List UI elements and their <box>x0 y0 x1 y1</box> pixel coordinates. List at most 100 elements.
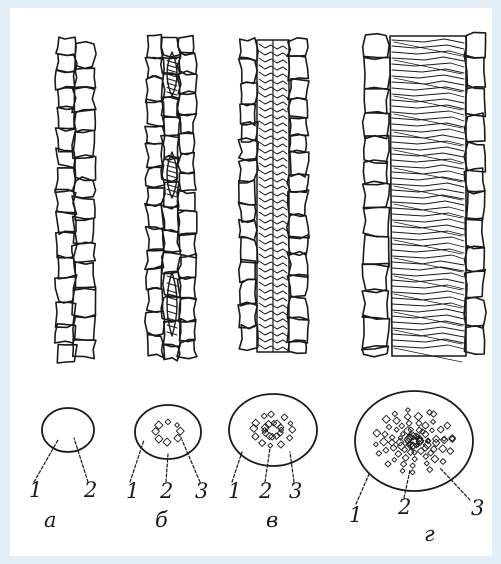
core-d-hatch <box>392 57 464 61</box>
stem-b-right-cell <box>178 153 195 174</box>
core-d-hatch <box>392 129 464 133</box>
cross-d-cell <box>376 451 382 457</box>
cross-d-cell <box>423 454 429 460</box>
strand-hatch <box>167 70 177 73</box>
cross-d-cell <box>430 428 435 433</box>
label-d-3: 3 <box>471 496 484 520</box>
label-b-3: 3 <box>195 479 208 503</box>
core-d-hatch <box>392 243 464 247</box>
core-d-hatch <box>392 297 464 301</box>
cross-d-cell <box>394 427 399 432</box>
cross-d-cell <box>424 461 429 466</box>
core-d-diagonal <box>394 132 462 146</box>
stem-c-right-cell <box>290 151 309 177</box>
stem-d-right-cell <box>465 246 485 272</box>
longitudinal-sections <box>55 32 486 363</box>
strand-hatch <box>167 311 177 314</box>
core-d-diagonal <box>394 150 462 164</box>
core-d-hatch <box>392 219 464 223</box>
cross-d-cell <box>412 456 417 461</box>
stem-c-right-cell <box>287 274 308 297</box>
leader-line-5 <box>182 440 200 482</box>
strand-hatch <box>167 325 177 328</box>
cross-d-cell <box>444 422 451 429</box>
stem-a-right-cell <box>72 287 96 318</box>
cross-d-cell <box>400 469 405 474</box>
stem-a-right-cell <box>75 262 96 290</box>
core-d-hatch <box>392 183 464 187</box>
leader-line-1 <box>34 440 58 482</box>
strand-hatch <box>167 276 177 279</box>
panel-letter-b: б <box>155 508 168 532</box>
core-d-hatch <box>392 207 464 211</box>
cross-b-cell <box>174 434 182 442</box>
core-d-hatch <box>392 345 464 349</box>
stem-b-right-cell <box>178 210 197 234</box>
stem-d-right-cell <box>464 298 486 329</box>
stem-d-left-cell <box>363 207 390 237</box>
stem-b-right-cell <box>179 172 196 191</box>
cross-b-cell <box>165 419 171 425</box>
cross-sections <box>34 391 473 504</box>
stem-b-left-cell <box>146 265 163 289</box>
core-d-diagonal <box>394 186 462 200</box>
core-d-diagonal <box>394 348 462 362</box>
cross-d-cell <box>395 451 402 458</box>
cross-d-cell <box>393 417 400 424</box>
stem-b-right-cell <box>177 189 195 211</box>
cross-c-cell <box>261 413 267 419</box>
cross-d-cell <box>386 424 391 429</box>
core-d-hatch <box>392 99 464 103</box>
core-d-hatch <box>392 309 464 313</box>
cross-d <box>355 391 473 491</box>
stem-c-left-cell <box>239 38 258 61</box>
cross-d-cell <box>439 445 447 453</box>
core-d-hatch <box>392 153 464 157</box>
stem-d-left-cell <box>364 87 389 114</box>
core-d-hatch <box>392 189 464 193</box>
strand-b-3 <box>167 272 177 336</box>
core-d-hatch <box>392 237 464 241</box>
core-d-hatch <box>392 81 464 85</box>
cross-c-cell <box>268 443 273 448</box>
core-d-hatch <box>392 279 464 283</box>
core-d-diagonal <box>394 60 462 74</box>
strand-hatch <box>167 304 177 307</box>
core-d-hatch <box>392 93 464 97</box>
stem-b-right-cell <box>179 133 195 154</box>
cross-c-cell <box>288 421 293 426</box>
core-d-hatch <box>392 225 464 229</box>
label-a-2: 2 <box>83 478 97 502</box>
cross-d-cell <box>422 422 429 429</box>
cross-d-cell <box>440 459 446 465</box>
cross-c <box>229 394 317 466</box>
core-d-hatch <box>392 135 464 139</box>
cross-d-cell <box>406 408 411 413</box>
stem-a-left-cell <box>56 37 76 55</box>
cross-d-cell <box>406 420 412 426</box>
cross-d-cell <box>397 442 405 450</box>
stem-b-left-cell <box>146 227 164 250</box>
core-d-hatch <box>392 273 464 277</box>
label-c-3: 3 <box>289 479 302 503</box>
stem-d-right-cell <box>465 113 485 142</box>
stem-d-right-cell <box>465 218 484 249</box>
stem-d-left-cell <box>362 263 389 292</box>
stem-d-left-cell <box>364 56 390 89</box>
cross-c-outline <box>229 394 317 466</box>
cross-c-cell <box>289 426 296 433</box>
stem-d-left-cell <box>362 315 389 348</box>
strand-hatch <box>167 166 177 169</box>
leader-line-8 <box>290 452 294 482</box>
stem-c-left <box>238 38 258 351</box>
cross-d-cell <box>427 467 433 473</box>
stem-c-left-cell <box>238 202 255 222</box>
core-d-diagonal <box>394 42 462 56</box>
cross-d-cell <box>382 415 390 423</box>
stem-c-left-cell <box>241 82 258 105</box>
cross-a-outline <box>42 408 94 452</box>
cross-b <box>135 405 201 459</box>
core-d-hatch <box>392 255 464 259</box>
cross-d-cell <box>414 412 422 420</box>
